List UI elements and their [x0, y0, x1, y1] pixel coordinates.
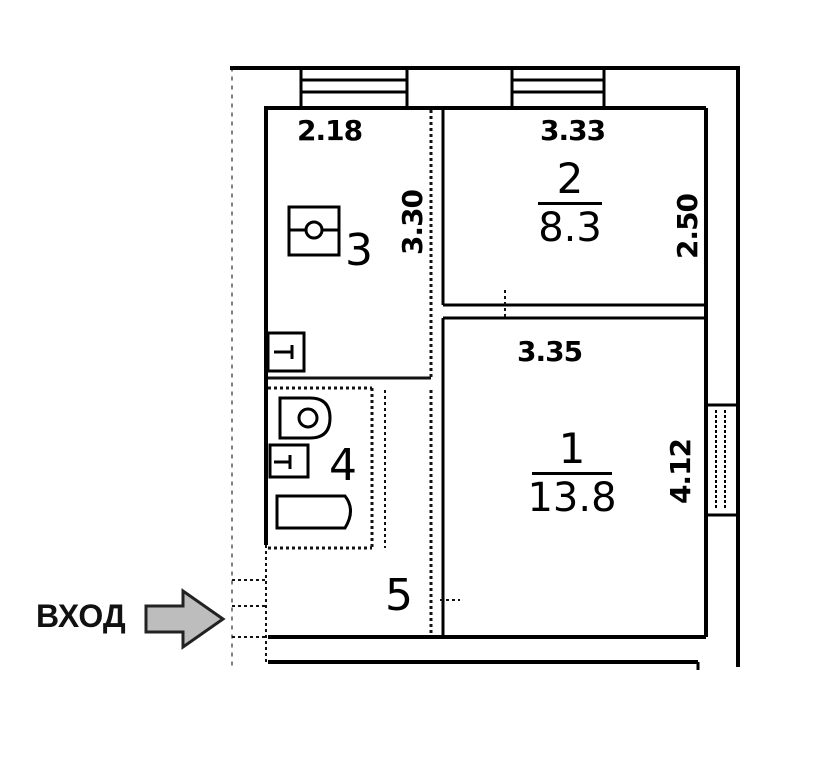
room-4-number: 4 — [329, 440, 357, 491]
room-3-height-dim: 3.30 — [396, 189, 430, 256]
room-2-number: 2 — [556, 154, 584, 203]
bathroom-sink-icon — [268, 443, 310, 479]
entry-arrow-icon — [144, 588, 226, 650]
room-1-number: 1 — [558, 424, 586, 473]
dotted-partitions — [232, 110, 506, 665]
room-2-width-dim: 3.33 — [540, 114, 606, 147]
window-room-1 — [706, 403, 738, 517]
room-2-label: 2 8.3 — [530, 158, 610, 249]
room-2-area: 8.3 — [538, 205, 602, 251]
room-1-area: 13.8 — [527, 475, 617, 521]
bathtub-icon — [275, 494, 352, 530]
kitchen-sink-icon — [266, 331, 306, 373]
fraction-bar — [532, 472, 612, 475]
fraction-bar — [538, 202, 602, 205]
window-room-2 — [510, 68, 606, 108]
room-3-width-dim: 2.18 — [297, 114, 363, 147]
window-room-3 — [299, 68, 409, 108]
room-1-width-dim: 3.35 — [517, 335, 583, 368]
toilet-icon — [278, 396, 332, 440]
room-3-number: 3 — [345, 225, 373, 276]
entry-label: ВХОД — [36, 598, 126, 634]
outer-walls — [230, 66, 740, 667]
room-1-height-dim: 4.12 — [664, 438, 698, 505]
room-2-height-dim: 2.50 — [671, 193, 705, 260]
apartment-walls — [264, 106, 708, 670]
room-1-label: 1 13.8 — [522, 424, 622, 521]
room-5-number: 5 — [385, 570, 413, 621]
stove-icon — [287, 205, 341, 257]
